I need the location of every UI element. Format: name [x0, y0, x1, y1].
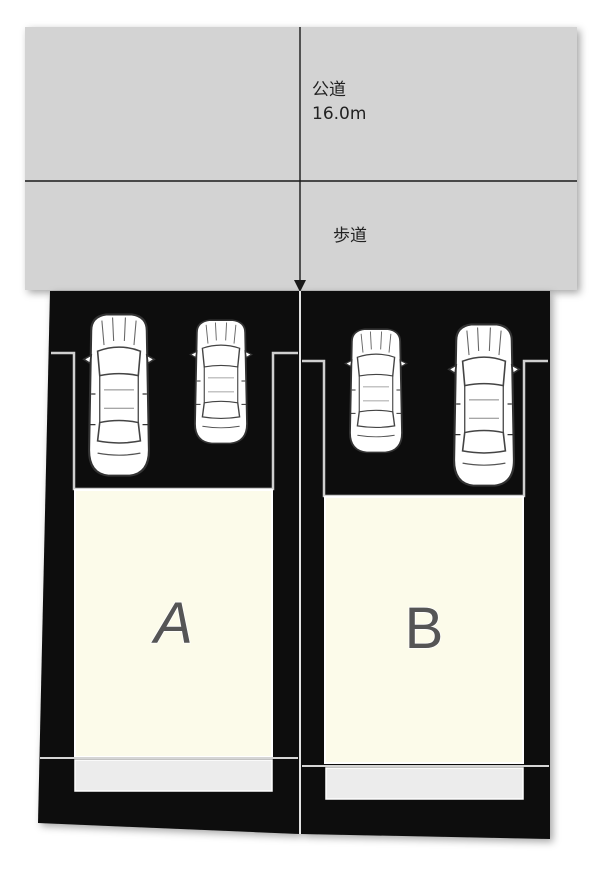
- strip-a: [74, 759, 273, 792]
- road-name-label: 公道: [312, 80, 346, 100]
- lot-a: [40, 351, 298, 792]
- car-top-view-icon: [344, 328, 408, 454]
- sidewalk-label: 歩道: [333, 226, 367, 246]
- arrow-down-icon: [294, 280, 306, 292]
- lot-b-label: B: [404, 595, 444, 662]
- lot-b: [302, 359, 549, 800]
- lot-a-label: A: [153, 590, 193, 657]
- road-area: [25, 27, 577, 292]
- strip-b: [325, 767, 524, 800]
- car-top-view-icon: [447, 323, 521, 487]
- road-width-label: 16.0m: [312, 104, 367, 124]
- building-b: [324, 496, 524, 764]
- car-top-view-icon: [82, 313, 156, 477]
- car-top-view-icon: [189, 319, 253, 445]
